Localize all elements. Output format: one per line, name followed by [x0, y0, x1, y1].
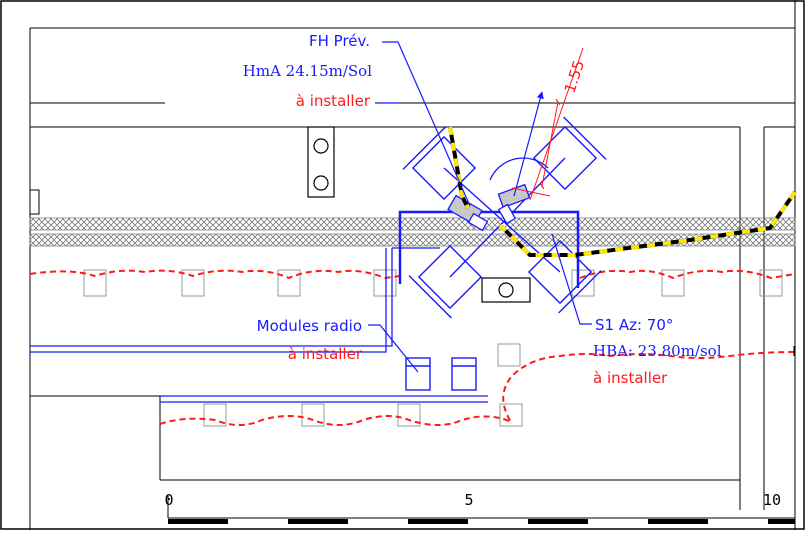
modules-title-label: Modules radio: [257, 317, 362, 335]
hatched-wall: [29, 217, 796, 247]
radio-modules: [405, 357, 477, 391]
scale-tick-10: 10: [763, 491, 781, 509]
dimension-line: [511, 47, 584, 201]
equipment-box-center: [481, 277, 531, 303]
building-structure: [29, 102, 795, 510]
antenna-platform: [398, 210, 580, 288]
modules-install-label: à installer: [288, 345, 363, 363]
fh-dish-right: [489, 157, 549, 225]
fh-install-label: à installer: [296, 92, 371, 110]
equipment-box-top: [307, 126, 335, 198]
red-cable-routes: [29, 269, 796, 426]
blue-cable-tray: [30, 247, 488, 403]
scale-bar: 0 5 10: [164, 491, 795, 524]
labels: FH Prév. HmA 24.15m/Sol à installer 1.55…: [243, 32, 722, 387]
scale-tick-5: 5: [464, 491, 473, 509]
fh-hma-label: HmA 24.15m/Sol: [243, 62, 372, 80]
pillars: [83, 269, 783, 427]
scale-tick-0: 0: [164, 491, 173, 509]
yellow-black-cables: [448, 126, 797, 257]
fh-dish-left: [447, 194, 489, 232]
s1-hba-label: HBA: 23.80m/sol: [593, 342, 722, 360]
s1-title-label: S1 Az: 70°: [595, 316, 673, 334]
leader-lines: [368, 41, 592, 373]
dimension-label: 1.55: [561, 58, 588, 95]
s1-install-label: à installer: [593, 369, 668, 387]
fh-title-label: FH Prév.: [309, 32, 370, 50]
